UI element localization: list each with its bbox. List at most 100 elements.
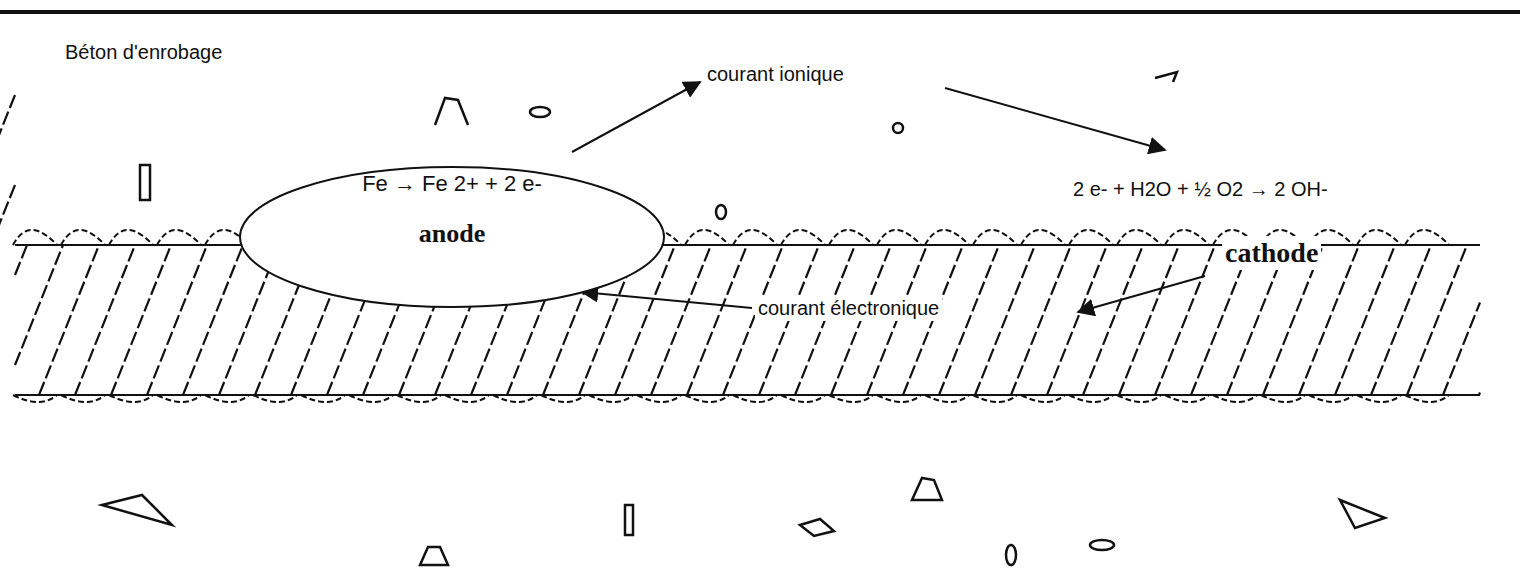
- rebar-rib: [109, 395, 153, 402]
- aggregate: [102, 495, 172, 525]
- rebar-hatch: [15, 245, 27, 275]
- rebar-rib: [925, 395, 969, 402]
- rebar-hatch: [1011, 245, 1071, 395]
- rebar-hatch: [651, 245, 711, 395]
- rebar-hatch: [1335, 245, 1395, 395]
- rebar-hatch: [0, 95, 15, 245]
- rebar-rib: [109, 230, 153, 245]
- rebar-hatch: [939, 245, 999, 395]
- rebar-hatch: [1155, 245, 1215, 395]
- rebar-rib: [157, 230, 201, 245]
- rebar-rib: [61, 395, 105, 402]
- rebar-hatch: [1083, 245, 1143, 395]
- rebar-rib: [13, 395, 57, 402]
- aggregates: [102, 72, 1385, 565]
- rebar-hatch: [111, 245, 171, 395]
- cathode-label: cathode: [1222, 236, 1321, 270]
- rebar-hatch: [75, 245, 135, 395]
- rebar-rib: [1213, 395, 1257, 402]
- aggregate: [1340, 500, 1385, 528]
- aggregate: [530, 107, 550, 117]
- rebar-hatch: [15, 245, 63, 365]
- rebar: [0, 95, 1480, 402]
- aggregate: [420, 547, 448, 565]
- rebar-rib: [685, 230, 729, 245]
- rebar-rib: [1357, 230, 1401, 245]
- reaction-text: Fe → Fe 2+ + 2 e-: [238, 171, 666, 197]
- rebar-rib: [157, 395, 201, 402]
- rebar-hatch: [1047, 245, 1107, 395]
- rebar-rib: [1069, 230, 1113, 245]
- rebar-hatch: [687, 245, 747, 395]
- rebar-edge: [15, 394, 1480, 396]
- rebar-rib: [61, 230, 105, 245]
- rebar-rib: [829, 395, 873, 402]
- rebar-rib: [205, 395, 249, 402]
- rebar-rib: [445, 395, 489, 402]
- rebar-rib: [1117, 395, 1161, 402]
- rebar-rib: [1405, 395, 1449, 402]
- rebar-hatch: [975, 245, 1035, 395]
- rebar-hatch: [39, 245, 99, 395]
- current-label: courant ionique: [704, 62, 847, 87]
- electronic-arrow: [1078, 276, 1205, 312]
- anode-zone: Fe → Fe 2+ + 2 e-anode: [238, 165, 666, 309]
- rebar-rib: [1261, 395, 1305, 402]
- rebar-rib: [1021, 395, 1065, 402]
- rebar-rib: [973, 230, 1017, 245]
- electronic-arrow: [582, 292, 752, 308]
- material-label: Béton d'enrobage: [62, 40, 225, 65]
- rebar-rib: [589, 395, 633, 402]
- aggregate: [625, 505, 633, 535]
- aggregate: [912, 478, 942, 500]
- aggregate: [893, 123, 903, 133]
- aggregate: [716, 205, 726, 219]
- rebar-hatch: [1371, 245, 1431, 395]
- rebar-rib: [493, 395, 537, 402]
- rebar-rib: [1165, 230, 1209, 245]
- rebar-rib: [1117, 230, 1161, 245]
- rebar-rib: [733, 395, 777, 402]
- rebar-rib: [13, 230, 57, 245]
- rebar-rib: [541, 395, 585, 402]
- rebar-hatch: [147, 245, 207, 395]
- rebar-rib: [733, 230, 777, 245]
- ionic-arrow: [572, 82, 700, 152]
- rebar-rib: [781, 230, 825, 245]
- rebar-rib: [637, 395, 681, 402]
- rebar-rib: [973, 395, 1017, 402]
- ionic-arrow: [945, 88, 1165, 150]
- rebar-hatch: [183, 245, 243, 395]
- zone-name: anode: [238, 219, 666, 249]
- aggregate: [140, 165, 150, 200]
- rebar-rib: [877, 230, 921, 245]
- aggregate: [1155, 72, 1177, 82]
- rebar-hatch: [1443, 303, 1480, 396]
- rebar-rib: [829, 230, 873, 245]
- aggregate: [1006, 545, 1016, 565]
- rebar-rib: [1165, 395, 1209, 402]
- rebar-rib: [781, 395, 825, 402]
- current-label: courant électronique: [755, 296, 942, 321]
- rebar-rib: [1357, 395, 1401, 402]
- rebar-rib: [1405, 230, 1449, 245]
- rebar-rib: [1309, 395, 1353, 402]
- rebar-rib: [1069, 395, 1113, 402]
- rebar-hatch: [1407, 245, 1467, 395]
- rebar-rib: [1021, 230, 1065, 245]
- rebar-rib: [925, 230, 969, 245]
- aggregate: [1090, 540, 1114, 550]
- rebar-hatch: [0, 185, 15, 245]
- concrete-surface: [0, 10, 1520, 14]
- rebar-rib: [397, 395, 441, 402]
- rebar-rib: [877, 395, 921, 402]
- rebar-rib: [685, 395, 729, 402]
- rebar-rib: [253, 395, 297, 402]
- rebar-rib: [301, 395, 345, 402]
- reaction-label: 2 e- + H2O + ½ O2 → 2 OH-: [1070, 177, 1331, 202]
- aggregate: [800, 519, 834, 536]
- rebar-hatch: [1119, 245, 1179, 395]
- rebar-rib: [349, 395, 393, 402]
- aggregate: [435, 98, 468, 125]
